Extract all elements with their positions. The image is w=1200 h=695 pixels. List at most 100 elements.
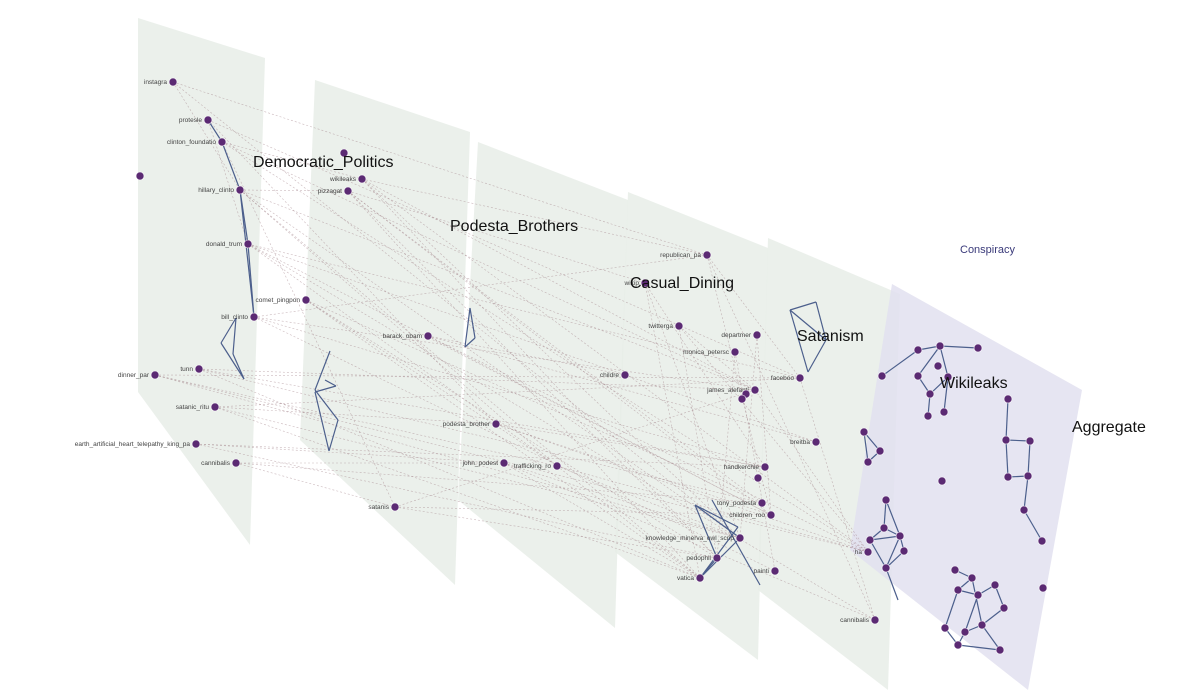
network-node: monica_petersc [683, 347, 740, 357]
inter-layer-edge [644, 282, 766, 468]
intra-layer-edge [464, 307, 471, 348]
node-label: cannibalis [201, 460, 231, 467]
node-dot [881, 495, 891, 505]
node-label: instagra [144, 79, 168, 86]
node-label: tony_podesta [717, 500, 756, 507]
inter-layer-edge [221, 141, 869, 553]
network-node [973, 590, 983, 600]
node-dot [960, 627, 970, 637]
intra-layer-edge [944, 589, 959, 629]
network-node: james_alefanti [706, 385, 760, 395]
inter-layer-edge [207, 119, 497, 425]
network-node [937, 476, 947, 486]
inter-layer-edge [347, 190, 772, 516]
node-dot [933, 361, 943, 371]
inter-layer-edge [154, 374, 558, 467]
inter-layer-edge [706, 254, 801, 379]
node-dot [999, 603, 1009, 613]
node-label: republican_pa [660, 252, 701, 259]
network-node: faceboo [771, 373, 805, 383]
node-dot [1001, 435, 1011, 445]
network-node [737, 394, 747, 404]
node-dot [695, 573, 705, 583]
node-dot [1037, 536, 1047, 546]
network-node: painti [753, 566, 780, 576]
node-dot [737, 394, 747, 404]
node-dot [899, 546, 909, 556]
node-dot [1023, 471, 1033, 481]
node-dot [674, 321, 684, 331]
node-dot [752, 330, 762, 340]
node-dot [913, 371, 923, 381]
inter-layer-edge [247, 243, 876, 621]
network-node [973, 343, 983, 353]
network-node: donald_trum [206, 239, 253, 249]
inter-layer-edge [172, 81, 708, 256]
inter-layer-edge [347, 190, 718, 559]
intra-layer-edge [789, 309, 827, 341]
inter-layer-edge [239, 189, 741, 539]
intra-layer-edge [1005, 439, 1009, 478]
node-label: departmer [721, 332, 751, 339]
inter-layer-edge [754, 389, 869, 553]
node-dot [925, 389, 935, 399]
node-label: trafficking_ro [514, 463, 551, 470]
layer-plane-aggregate [850, 284, 1082, 690]
inter-layer-edge [239, 189, 756, 391]
node-dot [863, 457, 873, 467]
node-dot [620, 370, 630, 380]
inter-layer-edge [394, 506, 772, 516]
inter-layer-edge [427, 335, 626, 376]
network-node [913, 345, 923, 355]
node-dot [735, 533, 745, 543]
network-node: satanis [368, 502, 400, 512]
network-node: republican_pa [660, 250, 712, 260]
network-node [877, 371, 887, 381]
network-node [859, 427, 869, 437]
network-node: dinner_par [118, 370, 160, 380]
node-dot [203, 115, 213, 125]
network-node [1038, 583, 1048, 593]
intra-layer-edge [981, 624, 1001, 651]
node-dot [865, 535, 875, 545]
inter-layer-edge [214, 377, 801, 408]
node-dot [935, 341, 945, 351]
node-label: john_podest [462, 460, 499, 467]
inter-layer-edge [247, 243, 558, 467]
node-label: pedophil [686, 555, 711, 562]
node-dot [863, 547, 873, 557]
inter-layer-edge [678, 325, 756, 391]
node-dot [390, 502, 400, 512]
intra-layer-edge [1023, 475, 1029, 511]
node-dot [895, 531, 905, 541]
network-node: ha [855, 547, 873, 557]
node-label: breitba [790, 439, 810, 446]
node-dot [1003, 394, 1013, 404]
inter-layer-edge [361, 178, 869, 553]
intra-layer-edge [694, 504, 718, 559]
inter-layer-edge [247, 243, 801, 379]
network-node: trafficking_ro [514, 461, 562, 471]
layer-plane-democratic-politics [138, 18, 265, 545]
intra-layer-edge [232, 353, 245, 380]
inter-layer-edge [195, 443, 505, 464]
network-node: pedophil [686, 553, 722, 563]
inter-layer-edge [221, 141, 756, 391]
intra-layer-edge [885, 535, 901, 569]
node-dot [1003, 472, 1013, 482]
intra-layer-edge [694, 504, 739, 528]
inter-layer-edge [347, 190, 701, 579]
node-dot [235, 185, 245, 195]
network-nodes: instagraprotesleclinton_foundatiohillary… [75, 77, 1048, 655]
network-node [895, 531, 905, 541]
node-dot [990, 580, 1000, 590]
intra-layer-edge [964, 594, 979, 633]
network-node: bill_clinto [221, 312, 259, 322]
node-dot [191, 439, 201, 449]
intra-layer-edge [885, 567, 899, 601]
network-node [953, 585, 963, 595]
node-dot [168, 77, 178, 87]
node-dot [1025, 436, 1035, 446]
intra-layer-edge [314, 350, 331, 391]
network-node [950, 565, 960, 575]
